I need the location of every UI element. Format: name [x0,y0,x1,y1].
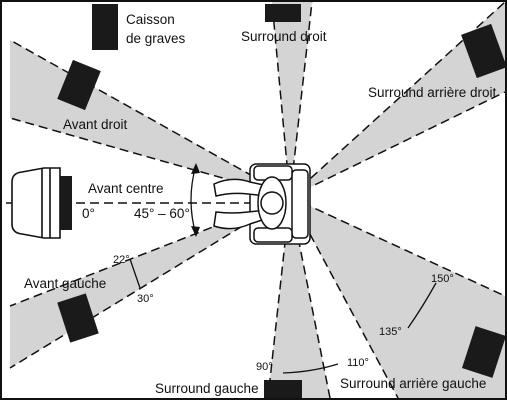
front-left-speaker [57,293,99,343]
armchair-backrest [291,169,309,239]
sector-surround-right [272,2,312,197]
label-surround-right: Surround droit [241,29,327,44]
label-angle-0: 0° [82,206,95,221]
arc-arrowheads [191,163,200,237]
label-surround-left: Surround gauche [155,381,259,396]
line-back-left-a [289,196,399,399]
label-angle-135: 135° [379,326,402,338]
surround-back-right-speaker [461,23,507,79]
surround-left-speaker [264,380,302,400]
front-right-speaker [57,59,101,111]
arrowhead-down [191,226,200,237]
label-angle-45-60: 45° – 60° [134,206,190,221]
armchair-arm-bottom [253,227,293,243]
sector-surround-left [268,197,330,398]
listener-head [260,191,284,215]
tv-body [11,167,61,239]
surround-right-speaker [265,4,301,22]
label-subwoofer-line1: Caisson [126,12,175,27]
subwoofer-speaker [92,4,118,50]
label-angle-90: 90° [256,361,273,373]
label-subwoofer-line2: de graves [126,31,186,46]
arc-135-150 [407,282,437,329]
line-back-right-b [289,91,506,198]
label-angle-150: 150° [431,273,454,285]
arc-22-30 [129,258,141,289]
label-front-right: Avant droit [63,117,128,132]
tv-screen [60,176,72,230]
label-surround-back-right: Surround arrière droit [368,85,497,100]
arc-90-110 [282,363,339,374]
line-back-left-b [289,196,506,297]
sector-surround-back-left [290,197,505,398]
arc-45-60 [190,164,197,236]
speakers [57,4,507,400]
line-front-left-b [9,196,291,369]
surround-back-left-speaker [461,326,507,378]
line-front-right-a [9,39,291,198]
label-surround-back-left: Surround arrière gauche [340,376,486,391]
label-front-center: Avant centre [88,181,164,196]
label-front-left: Avant gauche [24,276,106,291]
listener-armchair [213,163,311,245]
label-angle-22: 22° [113,254,130,266]
label-angle-30: 30° [137,293,154,305]
label-angle-110: 110° [347,357,369,369]
television [11,167,72,239]
arrowhead-up [191,163,200,174]
